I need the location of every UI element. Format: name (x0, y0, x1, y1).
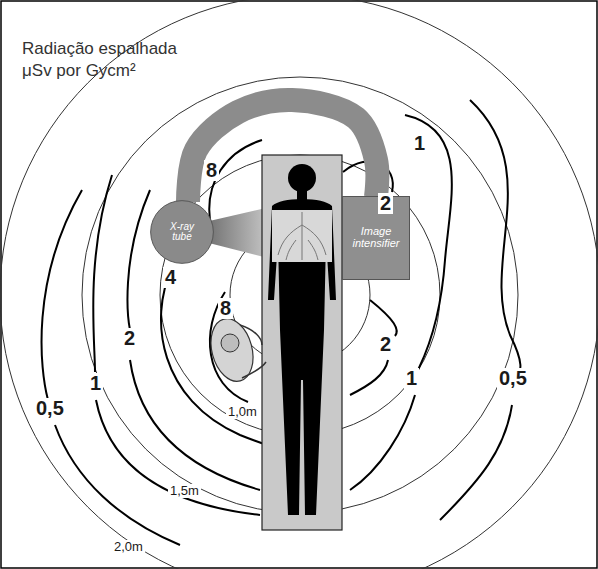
device-label: X-ray tube (160, 222, 204, 243)
device-label: Image intensifier (348, 226, 404, 249)
image-intensifier: Image intensifier (342, 196, 410, 280)
isodose-curves (42, 100, 521, 545)
chest-image (272, 210, 332, 262)
isodose-value: 1 (404, 368, 419, 389)
isodose-value: 2 (378, 334, 393, 355)
isodose-value: 8 (204, 160, 219, 181)
isodose-value: 2 (378, 193, 393, 214)
isodose-value: 2 (122, 328, 137, 349)
operator (204, 314, 266, 386)
isodose-value: 8 (218, 298, 233, 319)
isodose-value: 4 (163, 267, 178, 288)
chart-title: Radiação espalhada (20, 40, 179, 58)
isodose-value: 0,5 (34, 398, 66, 419)
x-ray-tube: X-ray tube (150, 200, 214, 264)
vessels (278, 212, 326, 260)
isodose-value: 1 (88, 373, 103, 394)
isodose-value: 1 (412, 133, 427, 154)
distance-label: 1,5m (168, 484, 201, 498)
isodose-value: 0,5 (497, 368, 529, 389)
patient-table (262, 155, 342, 530)
distance-label: 1,0m (226, 405, 259, 419)
patient-silhouette (268, 164, 336, 515)
unit-label: μSv por Gycm² (20, 62, 138, 80)
distance-label: 2,0m (112, 540, 145, 554)
c-arm (188, 100, 377, 202)
